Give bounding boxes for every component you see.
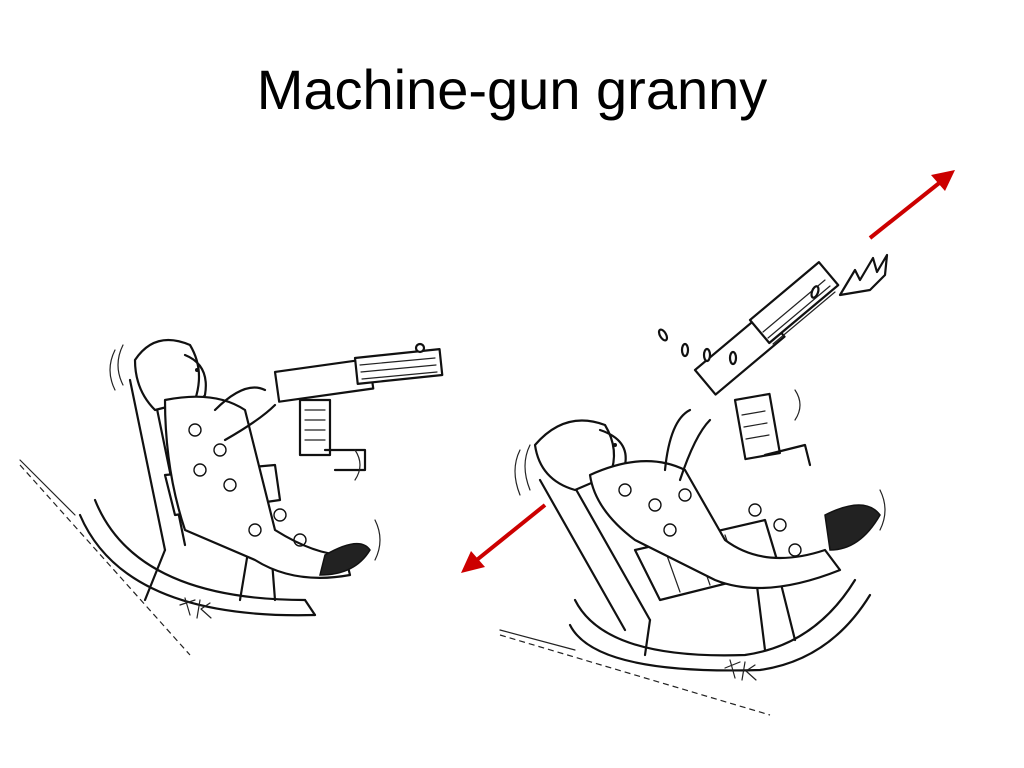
granny bbox=[133, 338, 371, 579]
backward-arrow-icon bbox=[461, 503, 547, 573]
ejected-shells bbox=[657, 285, 820, 366]
recoil-arrows bbox=[461, 170, 955, 573]
granny-at-rest-illustration bbox=[19, 338, 444, 656]
ground-line bbox=[499, 629, 771, 716]
motion-lines bbox=[514, 389, 886, 531]
slope-line bbox=[19, 459, 191, 656]
artist-signature bbox=[179, 597, 212, 619]
slide-title: Machine-gun granny bbox=[256, 58, 768, 121]
granny-firing-illustration bbox=[499, 253, 889, 716]
granny bbox=[533, 408, 881, 590]
motion-lines bbox=[109, 344, 381, 561]
artist-signature bbox=[724, 659, 757, 681]
muzzle-flash bbox=[838, 253, 889, 297]
upward-arrow-icon bbox=[868, 170, 955, 240]
machine-gun bbox=[273, 342, 444, 472]
machine-gun bbox=[693, 261, 840, 467]
